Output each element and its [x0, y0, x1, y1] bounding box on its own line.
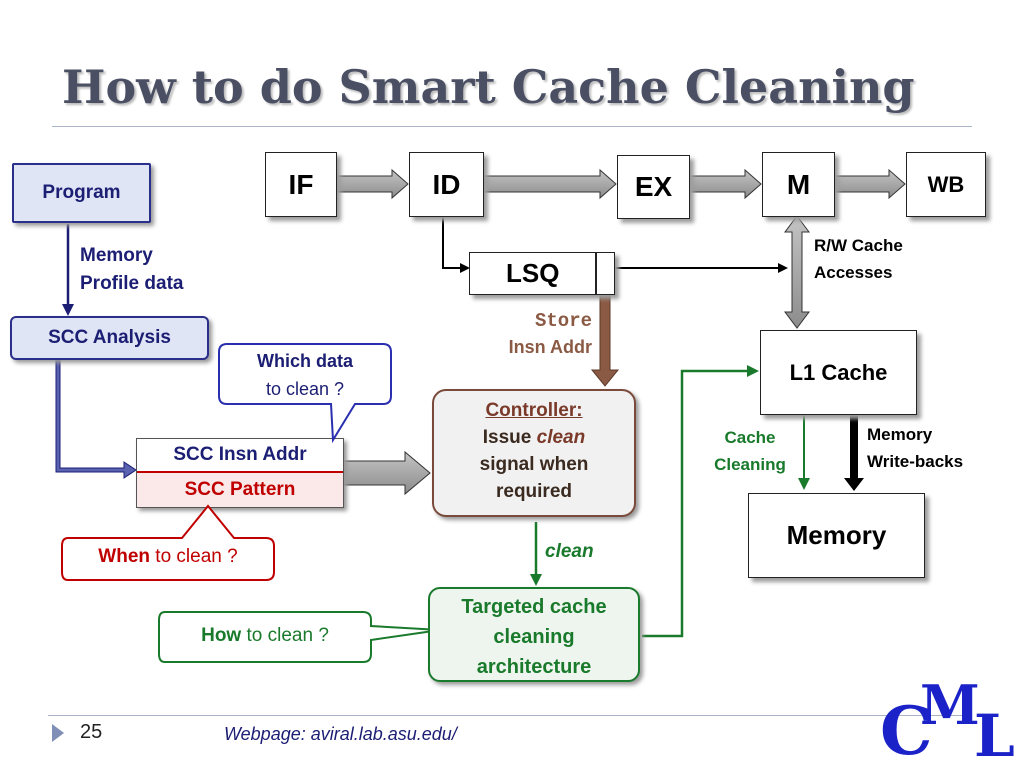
rw-cache-label: R/W Cache Accesses: [814, 232, 903, 286]
when-callout: When to clean ?: [62, 543, 274, 571]
profile-data-label: Memory Profile data: [80, 242, 183, 298]
lsq-box: LSQ: [469, 252, 615, 295]
arrow-store-insn-addr: [590, 291, 620, 387]
arrow-memory-writebacks: [844, 415, 864, 491]
how-callout-shape: [158, 611, 441, 663]
bullet-triangle-icon: [52, 724, 64, 742]
stage-ex: EX: [617, 155, 690, 219]
svg-text:C: C: [880, 692, 933, 762]
profile-line1: Memory: [80, 245, 153, 266]
how-callout: How to clean ?: [159, 622, 371, 650]
arrow-id-to-lsq: [442, 217, 470, 273]
store-insn-label: Store Insn Addr: [468, 308, 592, 360]
which-data-rest: to clean ?: [265, 379, 345, 399]
when-rest: to clean ?: [150, 546, 238, 567]
title-divider: [52, 126, 972, 127]
which-data-callout-shape: [218, 343, 392, 444]
arrow-ex-to-m: [689, 168, 762, 200]
arrow-m-l1-bidirectional: [784, 215, 810, 329]
stage-id: ID: [409, 152, 484, 217]
scc-box: SCC Insn Addr SCC Pattern: [136, 438, 344, 508]
footer-divider: [48, 715, 972, 716]
arrow-scc-to-controller: [342, 450, 431, 496]
scc-insn-addr: SCC Insn Addr: [137, 439, 343, 473]
cml-logo-mark: C M L: [880, 673, 1015, 768]
memory-box: Memory: [748, 493, 925, 578]
scc-analysis-box: SCC Analysis: [10, 316, 209, 360]
arrow-if-to-id: [336, 168, 409, 200]
svg-text:L: L: [974, 702, 1015, 762]
stage-wb: WB: [906, 152, 986, 217]
how-rest: to clean ?: [241, 625, 329, 646]
rw-cache-line2: Accesses: [814, 263, 893, 282]
which-data-callout: Which data to clean ?: [219, 347, 391, 403]
targeted-line2: cleaning: [493, 626, 575, 648]
program-box: Program: [12, 163, 151, 223]
rw-cache-line1: R/W Cache: [814, 236, 903, 255]
cache-cleaning-line1: Cache: [724, 428, 776, 447]
slide-title: How to do Smart Cache Cleaning: [62, 60, 915, 114]
controller-line4: required: [495, 481, 573, 502]
svg-text:M: M: [920, 674, 980, 737]
stage-if: IF: [265, 152, 337, 217]
profile-line2: Profile data: [80, 273, 184, 294]
lsq-divider: [595, 253, 597, 294]
controller-line2: Issue clean: [434, 424, 634, 451]
store-line2: Insn Addr: [508, 337, 592, 357]
cml-logo: C M L: [878, 673, 1020, 768]
arrow-targeted-to-l1: [642, 365, 759, 638]
arrow-m-to-wb: [834, 168, 906, 200]
how-bold: How: [201, 625, 242, 646]
clean-signal-label: clean: [545, 541, 594, 562]
lsq-label: LSQ: [506, 258, 560, 288]
when-bold: When: [98, 546, 151, 567]
stage-m: M: [762, 152, 835, 217]
controller-box: Controller: Issue clean signal when requ…: [432, 389, 636, 517]
writebacks-label: Memory Write-backs: [867, 421, 963, 475]
cache-cleaning-line2: Cleaning: [714, 455, 786, 474]
l1-cache-box: L1 Cache: [760, 330, 917, 415]
controller-issue: Issue: [482, 427, 537, 448]
writebacks-line2: Write-backs: [867, 452, 964, 471]
scc-pattern: SCC Pattern: [137, 473, 343, 507]
targeted-line1: Targeted cache: [461, 596, 607, 618]
writebacks-line1: Memory: [867, 425, 933, 444]
controller-clean-word: clean: [536, 427, 586, 448]
which-data-bold: Which data: [256, 351, 353, 371]
cache-cleaning-label: Cache Cleaning: [698, 424, 802, 478]
arrow-id-to-ex: [483, 168, 617, 200]
controller-heading: Controller:: [485, 400, 583, 421]
targeted-cleaning-box: Targeted cache cleaning architecture: [428, 587, 640, 682]
targeted-line3: architecture: [476, 656, 592, 678]
arrow-analysis-to-scc: [55, 359, 137, 479]
footer-webpage: Webpage: aviral.lab.asu.edu/: [224, 724, 457, 744]
store-line1: Store: [534, 310, 592, 332]
page-number: 25: [80, 721, 103, 743]
controller-line3: signal when: [479, 454, 589, 475]
when-callout-shape: [61, 504, 275, 581]
